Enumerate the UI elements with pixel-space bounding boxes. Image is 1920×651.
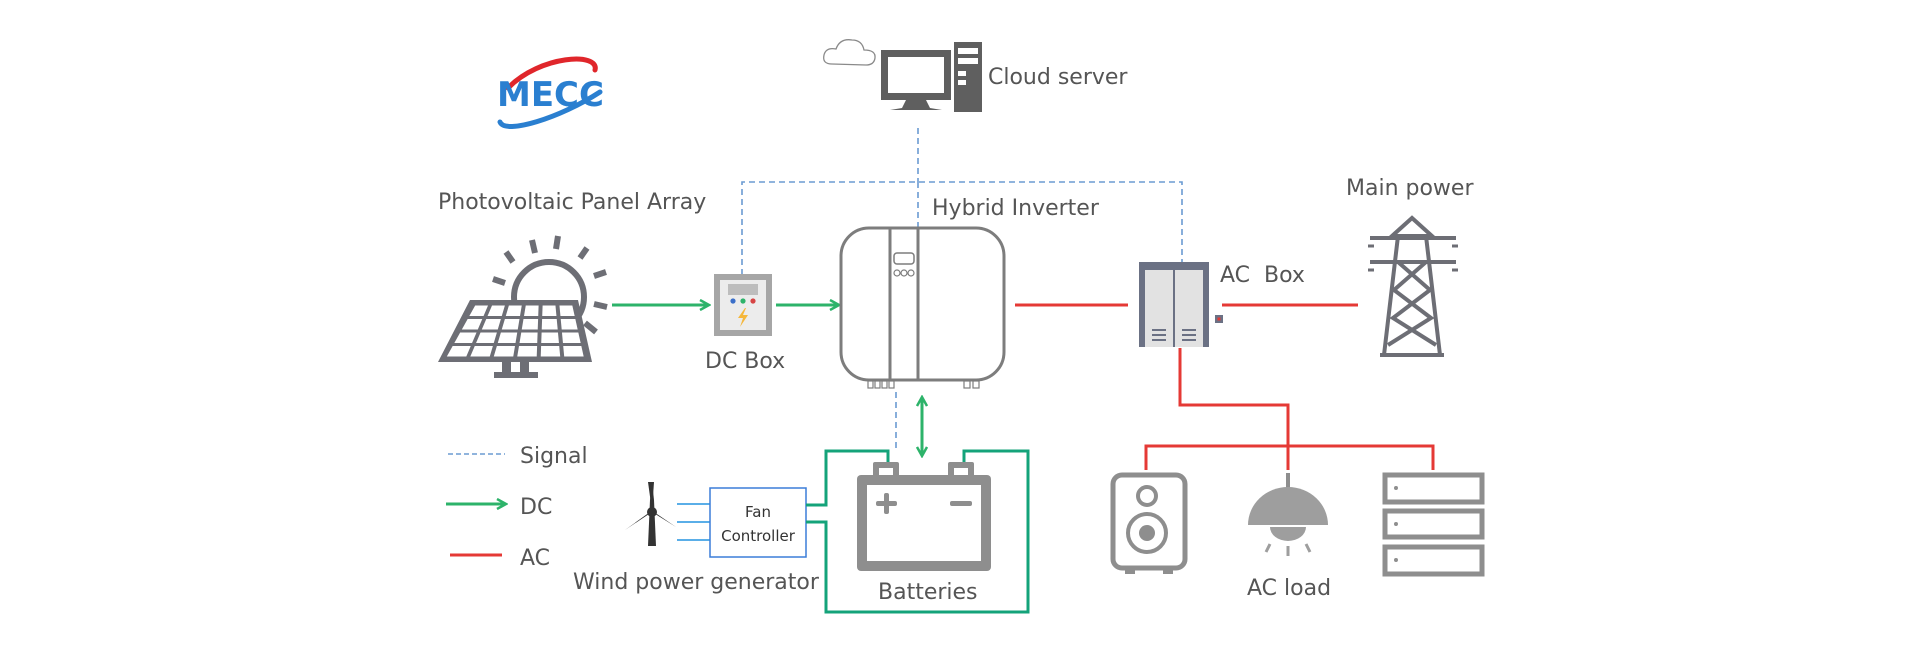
hybrid-inverter-node[interactable]: Hybrid Inverter xyxy=(839,196,1100,389)
solar-cell xyxy=(542,305,557,316)
main-power-label: Main power xyxy=(1346,176,1474,201)
battery-icon xyxy=(857,462,991,571)
solar-cell xyxy=(454,332,477,343)
ac-load-group[interactable]: AC load xyxy=(1110,472,1485,601)
signal-lines xyxy=(741,128,1183,452)
ac-lines xyxy=(1015,303,1435,470)
solar-cell xyxy=(476,332,497,343)
solar-panel-icon xyxy=(438,300,592,378)
solar-cell xyxy=(469,305,489,316)
ac-load-label: AC load xyxy=(1247,576,1331,601)
solar-cell xyxy=(519,332,538,343)
solar-cell xyxy=(521,319,539,330)
dc-box-label: DC Box xyxy=(705,349,785,374)
solar-cell xyxy=(497,332,518,343)
computer-icon xyxy=(881,42,982,112)
solar-cell xyxy=(561,332,581,343)
ac-box-icon xyxy=(1139,262,1223,347)
fan-controller-node[interactable]: Fan Controller xyxy=(709,487,807,558)
ac-box-node[interactable]: AC Box xyxy=(1139,262,1305,347)
cloud-server-node[interactable]: Cloud server xyxy=(823,39,1129,112)
solar-cell xyxy=(501,319,520,330)
pv-array-label: Photovoltaic Panel Array xyxy=(438,190,706,215)
cloud-server-label: Cloud server xyxy=(988,65,1128,90)
fan-controller-label-1: Fan xyxy=(745,503,771,521)
fan-controller-box xyxy=(709,487,807,558)
pv-array-node[interactable]: Photovoltaic Panel Array xyxy=(438,190,706,378)
fan-controller-label-2: Controller xyxy=(721,527,796,545)
solar-cell xyxy=(524,305,539,316)
cloud-icon xyxy=(823,39,876,66)
logo-text: MECC xyxy=(497,75,604,115)
batteries-node[interactable]: Batteries xyxy=(857,462,991,605)
solar-cell xyxy=(461,319,483,330)
legend: Signal DC AC xyxy=(446,444,588,571)
wind-generator-node[interactable]: Wind power generator xyxy=(573,482,820,595)
ac-line-acbox-down xyxy=(1178,348,1290,470)
solar-cell xyxy=(493,346,515,357)
solar-cell xyxy=(540,346,561,357)
solar-cell xyxy=(563,346,584,357)
wind-generator-label: Wind power generator xyxy=(573,570,820,595)
batteries-label: Batteries xyxy=(878,580,978,605)
inverter-icon xyxy=(839,226,1006,389)
transmission-tower-icon xyxy=(1368,215,1458,357)
battery-dc-wiring xyxy=(806,449,1030,614)
speaker-icon xyxy=(1110,472,1188,574)
solar-cell xyxy=(487,305,505,316)
wind-turbine-icon xyxy=(625,482,676,546)
dc-box-node[interactable]: DC Box xyxy=(705,274,785,374)
legend-dc-label: DC xyxy=(520,495,552,520)
legend-ac-label: AC xyxy=(520,546,550,571)
mecc-logo: MECC xyxy=(497,56,604,129)
hybrid-inverter-label: Hybrid Inverter xyxy=(932,196,1100,221)
solar-cell xyxy=(517,346,538,357)
ac-line-load-bus xyxy=(1144,444,1435,470)
lamp-icon xyxy=(1248,473,1328,556)
solar-cell xyxy=(560,319,578,330)
solar-cell xyxy=(559,305,575,316)
dc-lines xyxy=(612,305,922,455)
legend-signal-label: Signal xyxy=(520,444,588,469)
solar-cell xyxy=(446,346,471,357)
server-rack-icon xyxy=(1382,472,1485,577)
solar-cell xyxy=(541,319,558,330)
main-power-node[interactable]: Main power xyxy=(1346,176,1474,357)
ac-box-label: AC Box xyxy=(1220,263,1305,288)
wind-to-controller-lines xyxy=(677,503,710,541)
solar-cell xyxy=(505,305,522,316)
signal-line-bus xyxy=(741,181,1183,275)
solar-cell xyxy=(541,332,559,343)
solar-cell xyxy=(481,319,501,330)
solar-cell xyxy=(470,346,493,357)
